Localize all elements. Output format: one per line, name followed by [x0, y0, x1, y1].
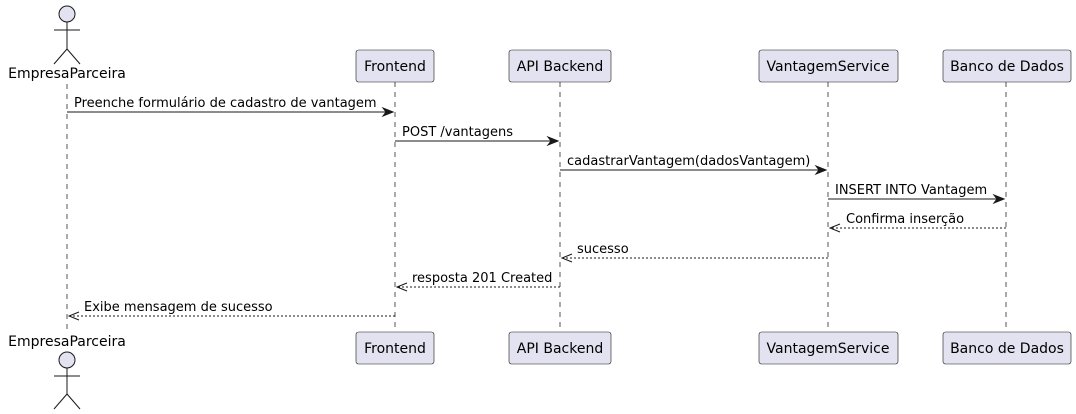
message-7: resposta 201 Created: [395, 271, 560, 292]
message-1: Preenche formulário de cadastro de vanta…: [67, 96, 395, 118]
message-label: Confirma inserção: [846, 212, 964, 227]
participant-frontend-bottom: Frontend: [355, 331, 435, 365]
participant-label-db: Banco de Dados: [950, 59, 1064, 75]
participant-label-api: API Backend: [517, 59, 603, 75]
actor-icon-top: [53, 5, 81, 65]
message-3: cadastrarVantagem(dadosVantagem): [560, 154, 828, 176]
message-2: POST /vantagens: [395, 125, 560, 147]
participant-api-top: API Backend: [508, 49, 612, 83]
participant-service-bottom: VantagemService: [758, 331, 899, 365]
message-label: sucesso: [577, 242, 629, 257]
message-label: Exibe mensagem de sucesso: [84, 300, 273, 315]
message-5: Confirma inserção: [828, 212, 1006, 233]
message-label: Preenche formulário de cadastro de vanta…: [74, 96, 377, 111]
participant-label-service: VantagemService: [767, 59, 890, 75]
participant-label-frontend: Frontend: [364, 59, 426, 75]
message-label: INSERT INTO Vantagem: [835, 183, 987, 198]
participant-label-api: API Backend: [517, 341, 603, 357]
message-label: cadastrarVantagem(dadosVantagem): [567, 154, 810, 169]
message-6: sucesso: [560, 242, 828, 263]
participant-frontend-top: Frontend: [355, 49, 435, 83]
participant-label-frontend: Frontend: [364, 341, 426, 357]
message-4: INSERT INTO Vantagem: [828, 183, 1006, 205]
message-label: resposta 201 Created: [412, 271, 552, 286]
participant-api-bottom: API Backend: [508, 331, 612, 365]
actor-icon-bottom: [53, 351, 81, 410]
message-label: POST /vantagens: [402, 125, 513, 140]
message-8: Exibe mensagem de sucesso: [67, 300, 395, 321]
participant-label-empresa-top: EmpresaParceira: [8, 66, 126, 82]
participant-db-top: Banco de Dados: [942, 49, 1072, 83]
participant-label-empresa-bottom: EmpresaParceira: [8, 334, 126, 350]
participant-service-top: VantagemService: [758, 49, 899, 83]
participant-label-service: VantagemService: [767, 341, 890, 357]
participant-label-db: Banco de Dados: [950, 341, 1064, 357]
participant-db-bottom: Banco de Dados: [942, 331, 1072, 365]
